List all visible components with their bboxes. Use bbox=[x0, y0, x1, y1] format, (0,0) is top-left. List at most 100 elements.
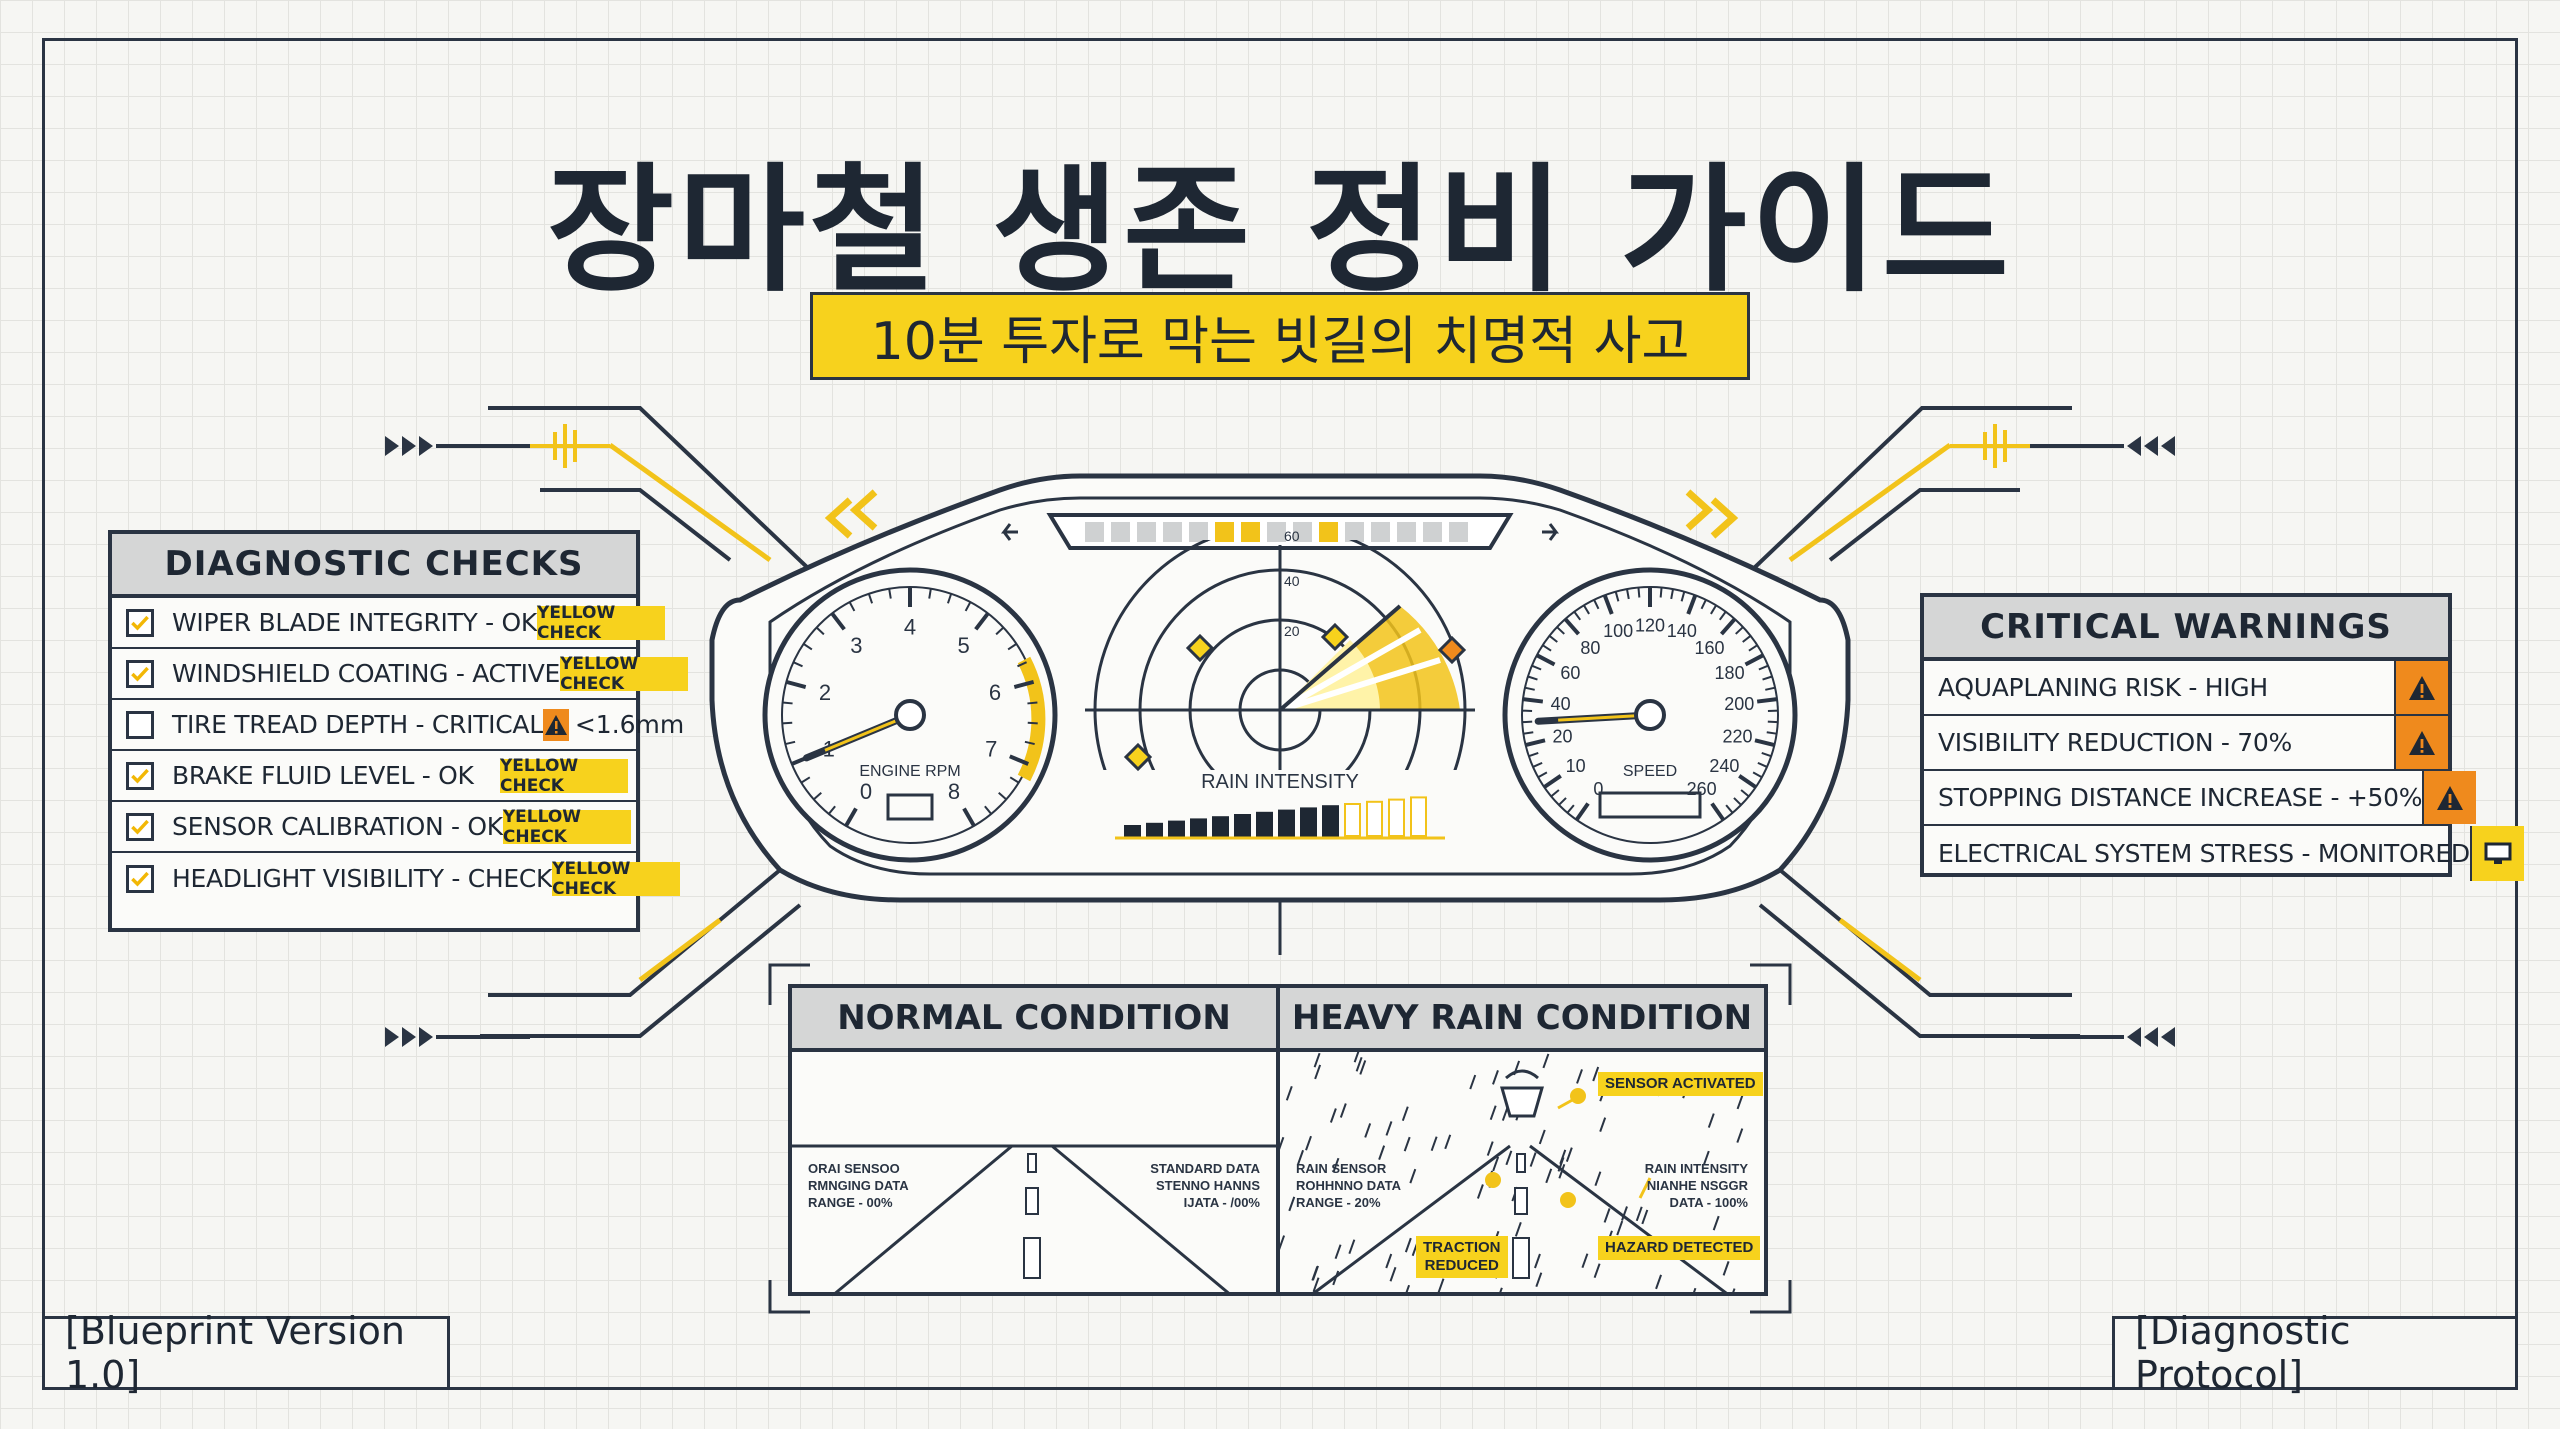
indicator-segment bbox=[1085, 522, 1104, 542]
raindrop bbox=[1712, 1215, 1720, 1231]
indicator-segment bbox=[1267, 522, 1286, 542]
raindrop bbox=[1305, 1135, 1312, 1151]
gauge-tick bbox=[1524, 686, 1535, 691]
gauge-tick-label: 140 bbox=[1667, 621, 1697, 641]
checkbox-unchecked[interactable] bbox=[126, 710, 154, 739]
raindrop bbox=[1486, 1141, 1494, 1156]
raindrop bbox=[1353, 1048, 1361, 1063]
gauge-tick-label: 4 bbox=[904, 615, 916, 640]
indicator-segment bbox=[1189, 522, 1208, 542]
raindrop bbox=[1492, 1156, 1500, 1172]
gauge-tick-label: 0 bbox=[860, 779, 872, 804]
indicator-segment bbox=[1423, 522, 1442, 542]
left-connectors bbox=[480, 406, 812, 1038]
gauge-tick bbox=[1542, 644, 1552, 652]
gauge-tick bbox=[1700, 599, 1707, 610]
yellow-check-tag: YELLOW CHECK bbox=[502, 807, 631, 847]
gauge-tick bbox=[1637, 587, 1641, 598]
checkbox-checked[interactable] bbox=[126, 864, 154, 893]
raindrop bbox=[1359, 1060, 1367, 1075]
warning-item-label: AQUAPLANING RISK - HIGH bbox=[1938, 673, 2268, 702]
signal-indicator-bar bbox=[1085, 522, 1468, 542]
check-icon bbox=[131, 819, 149, 835]
rpm-label: ENGINE RPM bbox=[859, 763, 960, 780]
raindrop bbox=[1641, 1209, 1649, 1225]
road-illustration bbox=[792, 1144, 1276, 1296]
chevron-left-icon bbox=[2127, 436, 2175, 1047]
gauge-tick bbox=[815, 626, 825, 636]
yellow-check-tag: YELLOW CHECK bbox=[560, 654, 689, 694]
checkbox-checked[interactable] bbox=[126, 761, 154, 790]
rain-bar-segment bbox=[1410, 796, 1427, 838]
raindrop bbox=[1339, 1103, 1347, 1118]
heavy-rain-condition-header: HEAVY RAIN CONDITION bbox=[1280, 988, 1764, 1052]
checkbox-checked[interactable] bbox=[126, 659, 154, 688]
gauge-tick bbox=[1659, 587, 1663, 598]
warning-triangle-icon bbox=[2422, 771, 2477, 824]
warning-item: AQUAPLANING RISK - HIGH bbox=[1924, 661, 2448, 716]
raindrop bbox=[1409, 1168, 1417, 1184]
gauge-tick bbox=[813, 792, 822, 801]
rain-bar-segment bbox=[1124, 825, 1141, 837]
indicator-segment bbox=[1241, 522, 1260, 542]
gauge-tick bbox=[782, 701, 793, 705]
gauge-tick bbox=[830, 612, 846, 631]
gauge-tick bbox=[1719, 617, 1737, 636]
rain-intensity-label: RAIN INTENSITY bbox=[1201, 771, 1359, 793]
gauge-tick-label: 100 bbox=[1603, 621, 1633, 641]
raindrop bbox=[1535, 1272, 1543, 1288]
gauge-tick bbox=[1748, 644, 1758, 652]
gauge-tick bbox=[1007, 643, 1017, 651]
raindrop bbox=[1321, 1293, 1325, 1296]
gauge-tick bbox=[792, 661, 803, 668]
wiper-sensor-icon bbox=[1500, 1069, 1544, 1118]
checkbox-checked[interactable] bbox=[126, 812, 154, 841]
warning-item-label: STOPPING DISTANCE INCREASE - +50% bbox=[1938, 783, 2423, 812]
rain-bar-segment bbox=[1278, 809, 1295, 837]
raindrop bbox=[1404, 1237, 1412, 1253]
gauge-tick-label: 0 bbox=[1593, 779, 1603, 799]
gauge-tick bbox=[888, 588, 892, 599]
raindrop bbox=[1542, 1053, 1550, 1069]
chevron-right-icon bbox=[385, 436, 433, 1047]
indicator-segment bbox=[1345, 522, 1364, 542]
gauge-tick bbox=[1009, 776, 1020, 784]
gauge-tick bbox=[1761, 751, 1772, 758]
battery-icon bbox=[886, 793, 934, 821]
gauge-tick bbox=[785, 679, 807, 689]
odometer-display bbox=[1598, 791, 1702, 819]
raindrop bbox=[1534, 1253, 1541, 1269]
gauge-tick bbox=[1626, 588, 1630, 600]
raindrop bbox=[1364, 1123, 1372, 1138]
raindrop bbox=[1505, 1150, 1513, 1166]
warning-item: STOPPING DISTANCE INCREASE - +50% bbox=[1924, 771, 2477, 826]
indicator-segment bbox=[1319, 522, 1338, 542]
warning-triangle-icon bbox=[2394, 661, 2448, 714]
checkbox-checked[interactable] bbox=[126, 608, 154, 637]
gauge-tick bbox=[1710, 604, 1717, 615]
gauge-tick bbox=[1725, 804, 1734, 814]
raindrop bbox=[1312, 1277, 1320, 1293]
raindrop bbox=[1514, 1221, 1522, 1237]
check-icon bbox=[131, 871, 149, 887]
gauge-tick bbox=[1762, 675, 1773, 681]
diagnostic-item-label: TIRE TREAD DEPTH - CRITICAL bbox=[172, 710, 543, 739]
gauge-tick bbox=[782, 721, 793, 725]
rain-bar-segment bbox=[1146, 822, 1163, 837]
diagnostic-checks-panel: DIAGNOSTIC CHECKS WIPER BLADE INTEGRITY … bbox=[108, 530, 689, 932]
gauge-tick bbox=[1574, 802, 1590, 821]
indicator-segment bbox=[1163, 522, 1182, 542]
diagnostic-item-label: WIPER BLADE INTEGRITY - OK bbox=[172, 608, 538, 637]
raindrop bbox=[1437, 1278, 1445, 1294]
hazard-detected-label: HAZARD DETECTED bbox=[1598, 1236, 1761, 1260]
indicator-segment bbox=[1111, 522, 1130, 542]
raindrop bbox=[1722, 1261, 1730, 1276]
gauge-tick bbox=[1583, 604, 1590, 615]
